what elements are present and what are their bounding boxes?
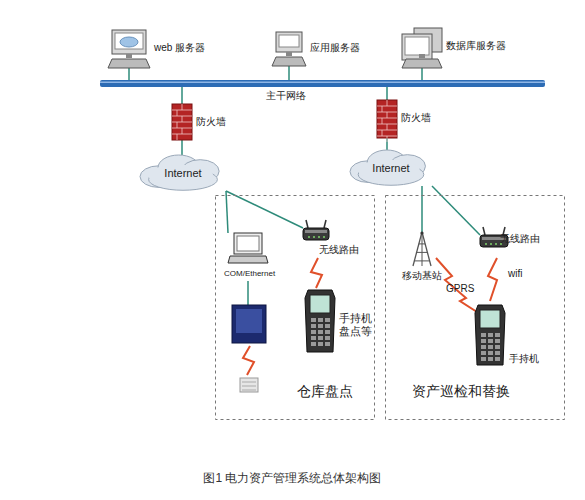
base-station: 移动基站 <box>412 232 432 266</box>
radio-bolt <box>311 258 322 288</box>
node-label: COM/Ethernet <box>224 269 275 279</box>
network-link <box>386 87 388 100</box>
firewall-icon <box>377 100 397 138</box>
handheld-terminal: 手持机 <box>475 305 505 365</box>
wireless-router: 无线路由 <box>303 228 329 240</box>
handheld-icon <box>305 290 335 352</box>
node-label: 手持机 <box>509 353 539 365</box>
node-label: web 服务器 <box>154 42 205 54</box>
node-label: 资产巡检和替换 <box>412 383 510 400</box>
node-label: Internet <box>140 155 226 191</box>
web-server: web 服务器 <box>108 30 150 68</box>
node-label: 数据库服务器 <box>446 40 506 52</box>
reader-device <box>232 305 266 343</box>
band-icon <box>100 80 545 87</box>
handheld-terminal: 手持机 盘点等 <box>305 290 335 352</box>
node-label: 应用服务器 <box>310 42 360 54</box>
network-link <box>128 68 130 80</box>
node-label: 主干网络 <box>266 90 306 102</box>
gprs-bolt <box>436 258 477 312</box>
node-label: 移动基站 <box>402 270 442 282</box>
internet-cloud: Internet <box>140 155 226 191</box>
router-icon <box>303 228 329 240</box>
node-label: 手持机 盘点等 <box>339 312 375 338</box>
network-link <box>181 87 183 104</box>
laptop-icon <box>228 233 268 267</box>
network-link <box>288 66 290 80</box>
radio-bolt <box>243 346 254 375</box>
figure-caption: 图1 电力资产管理系统总体架构图 <box>0 470 585 487</box>
connector-layer <box>129 66 480 235</box>
handheld-icon <box>475 305 505 365</box>
node-label: 仓库盘点 <box>297 383 353 400</box>
node-label: Internet <box>350 150 432 186</box>
network-link <box>181 140 183 155</box>
firewall: 防火墙 <box>172 104 192 140</box>
firewall-icon <box>172 104 192 140</box>
reader-screen <box>236 309 262 333</box>
illustration <box>232 258 497 392</box>
link-label: GPRS <box>446 283 474 294</box>
zone-box: 仓库盘点 COM/Ethernet 无线路由手持机 盘点等 <box>215 195 375 420</box>
network-link <box>421 68 423 80</box>
serial-wire <box>247 281 249 305</box>
network-link <box>432 186 480 235</box>
app-server: 应用服务器 <box>272 32 306 66</box>
node-label: 无线路由 <box>319 244 359 256</box>
laptop: COM/Ethernet <box>228 233 268 267</box>
tower-icon <box>412 232 432 266</box>
network-link <box>421 186 423 232</box>
db-server: 数据库服务器 <box>402 28 442 68</box>
wireless-router: 无线路由 <box>480 235 508 247</box>
backbone-band: 主干网络 <box>100 80 545 87</box>
node-label: 无线路由 <box>500 233 540 245</box>
network-link <box>226 191 303 228</box>
wifi-bolt <box>488 258 497 301</box>
link-label: wifi <box>508 268 522 279</box>
computer-icon <box>108 30 150 68</box>
network-link <box>226 191 228 233</box>
node-label: 防火墙 <box>196 116 226 128</box>
computer-icon <box>272 32 306 66</box>
zone-box: 资产巡检和替换 移动基站 无线路由手持机 <box>385 195 565 420</box>
dbserver-icon <box>402 28 442 68</box>
node-label: 防火墙 <box>401 112 431 124</box>
firewall: 防火墙 <box>377 100 397 138</box>
rfid-tag <box>240 378 258 392</box>
internet-cloud: Internet <box>350 150 432 186</box>
